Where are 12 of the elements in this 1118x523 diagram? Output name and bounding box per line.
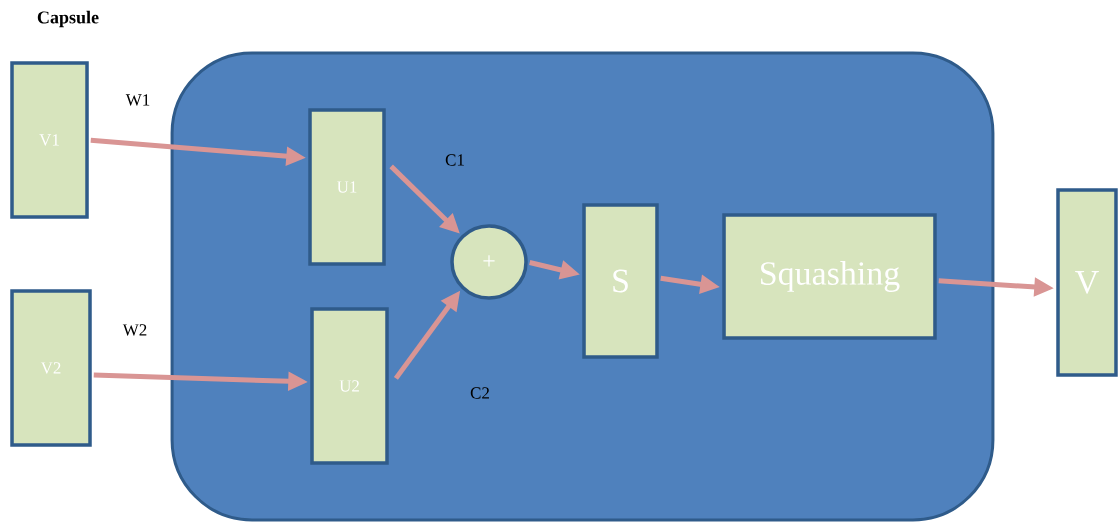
output-box: V xyxy=(1056,188,1118,377)
process-box: U1 xyxy=(308,108,386,266)
process-box: U2 xyxy=(310,307,389,465)
edge-label: C1 xyxy=(445,154,464,166)
edge-label: W2 xyxy=(122,324,147,336)
process-box: S xyxy=(582,203,659,359)
input-box: V2 xyxy=(10,289,92,447)
edge-label: W1 xyxy=(125,94,150,106)
edge-label: C2 xyxy=(470,387,489,399)
title: Capsule xyxy=(37,10,99,28)
input-box: V1 xyxy=(10,61,89,219)
squashing-box: Squashing xyxy=(722,213,937,340)
